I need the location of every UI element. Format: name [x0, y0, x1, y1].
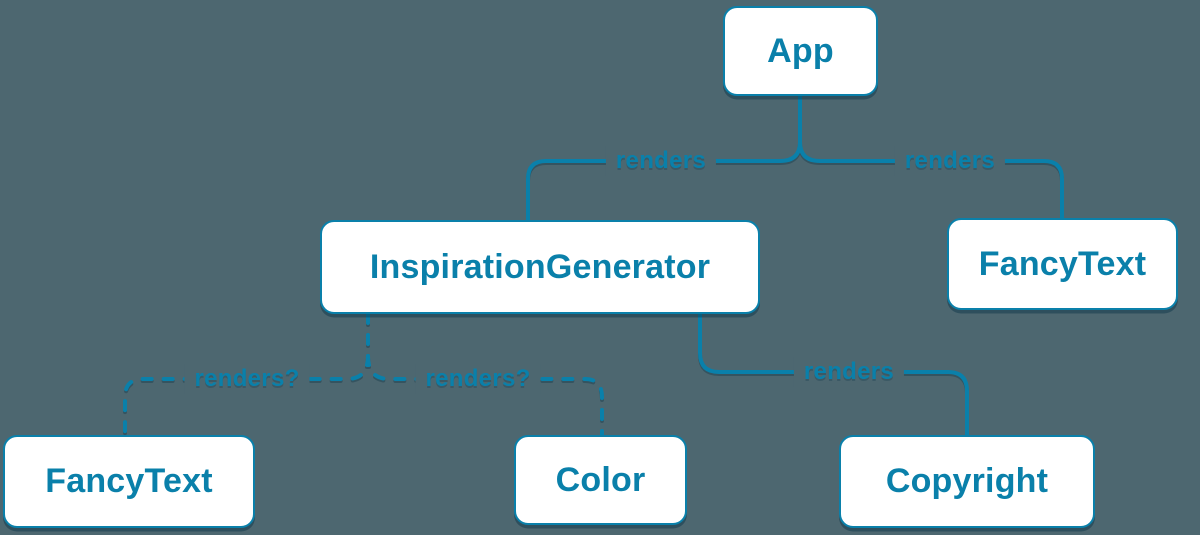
edge-label-renders-maybe-color: renders? [415, 364, 541, 394]
tree-node-fancytext-bottom-label: FancyText [45, 462, 213, 500]
tree-node-copyright: Copyright [839, 435, 1095, 528]
tree-node-color-label: Color [555, 460, 646, 499]
tree-node-app: App [723, 6, 878, 96]
tree-node-inspiration-generator-label: InspirationGenerator [369, 247, 711, 286]
tree-node-color: Color [514, 435, 687, 525]
edge-inspirationgenerator-color [366, 354, 604, 438]
tree-node-copyright-label: Copyright [885, 462, 1049, 500]
edge-app-fancytext [798, 141, 1064, 219]
edge-label-renders-inspirationgenerator: renders [605, 146, 717, 176]
edge-label-renders-copyright: renders [793, 357, 905, 387]
tree-node-fancytext-top-label: FancyText [978, 244, 1147, 283]
edge-label-renders-maybe-fancytext: renders? [184, 364, 310, 394]
edge-app-inspirationgenerator [526, 141, 802, 221]
edge-inspirationgenerator-fancytext [123, 354, 370, 438]
tree-node-fancytext-top: FancyText [947, 218, 1178, 310]
tree-node-fancytext-bottom: FancyText [3, 435, 255, 528]
edge-label-renders-fancytext: renders [894, 146, 1006, 176]
tree-node-inspiration-generator: InspirationGenerator [320, 220, 760, 314]
tree-node-app-label: App [767, 31, 834, 70]
